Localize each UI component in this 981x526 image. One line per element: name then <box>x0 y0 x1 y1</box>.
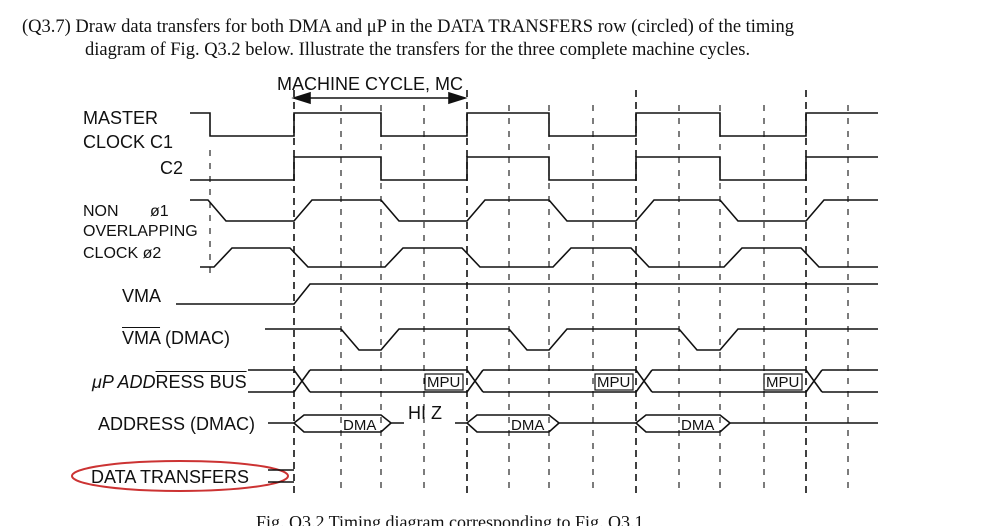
question-line-2: diagram of Fig. Q3.2 below. Illustrate t… <box>85 40 751 60</box>
non-label: NON <box>83 203 119 220</box>
sub-dashed-lines <box>209 105 849 495</box>
machine-cycle-label: MACHINE CYCLE, MC <box>277 74 464 94</box>
clock-c2-waveform <box>190 156 878 181</box>
vma-dmac-label: VMA (DMAC) <box>122 328 230 348</box>
dma-label-1: DMA <box>343 417 377 434</box>
phi1-label: ø1 <box>150 203 169 220</box>
phi1-waveform <box>190 199 878 222</box>
mpu-label-2: MPU <box>597 374 631 391</box>
overlapping-label: OVERLAPPING <box>83 223 198 240</box>
vma-label: VMA <box>122 286 162 306</box>
c2-label: C2 <box>160 158 184 178</box>
data-transfers-circle <box>71 460 289 492</box>
dma-label-2: DMA <box>511 417 545 434</box>
cycle-boundary-lines <box>293 90 807 495</box>
master-label: MASTER <box>83 108 159 128</box>
up-address-overline: RESS BUS <box>155 372 247 392</box>
up-address-prefix: μP ADD <box>92 372 156 392</box>
clock-c1-waveform <box>190 112 878 137</box>
data-transfers-label: DATA TRANSFERS <box>91 467 250 487</box>
phi2-waveform <box>200 247 878 268</box>
machine-cycle-arrow <box>291 91 468 105</box>
up-address-bus-label: μP ADDRESS BUS <box>92 372 247 392</box>
mpu-label-1: MPU <box>427 374 461 391</box>
vma-waveform <box>176 283 878 305</box>
hiz-label: HI Z <box>408 403 442 423</box>
address-dmac-bus <box>268 414 878 433</box>
clock-c1-label: CLOCK C1 <box>83 132 174 152</box>
up-address-bus <box>248 369 878 393</box>
figure-caption: Fig. Q3.2 Timing diagram corresponding t… <box>256 512 644 526</box>
address-dmac-label: ADDRESS (DMAC) <box>98 414 256 434</box>
vma-dmac-waveform <box>265 328 878 351</box>
clock-phi2-label: CLOCK ø2 <box>83 245 162 262</box>
dma-label-3: DMA <box>681 417 715 434</box>
question-line-1: (Q3.7) Draw data transfers for both DMA … <box>22 17 794 37</box>
mpu-label-3: MPU <box>766 374 800 391</box>
vma-bar-text: VMA <box>122 328 161 348</box>
vma-dmac-suffix: (DMAC) <box>160 328 231 348</box>
mpu-boxes <box>424 373 803 391</box>
